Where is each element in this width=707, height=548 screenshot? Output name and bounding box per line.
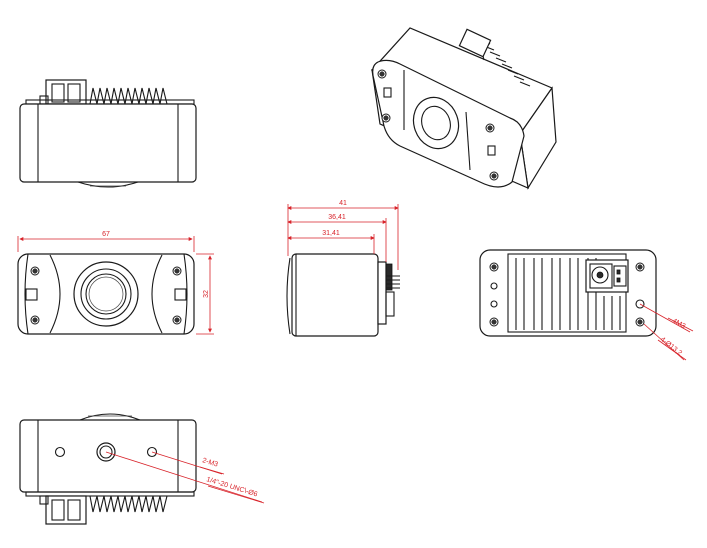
front-view [17,253,195,335]
bottom-thread-label: 2-M3 [201,457,218,468]
bottom-view [19,413,197,525]
front-height-label: 32 [203,290,210,298]
isometric-view [370,27,557,190]
top-view [19,79,197,188]
side-depth-label-3: 31,41 [322,230,340,237]
side-view [286,253,400,337]
front-width-label: 67 [102,231,110,238]
front-height-dimension: 32 [196,253,214,335]
rear-view [479,249,657,337]
side-depth-label-1: 41 [339,200,347,207]
rear-hole-label: 4-Ø13,2 [659,336,683,357]
side-depth-dimensions: 41 36,41 31,41 [287,200,399,270]
front-width-dimension: 67 [17,231,195,252]
side-depth-label-2: 36,41 [328,214,346,221]
